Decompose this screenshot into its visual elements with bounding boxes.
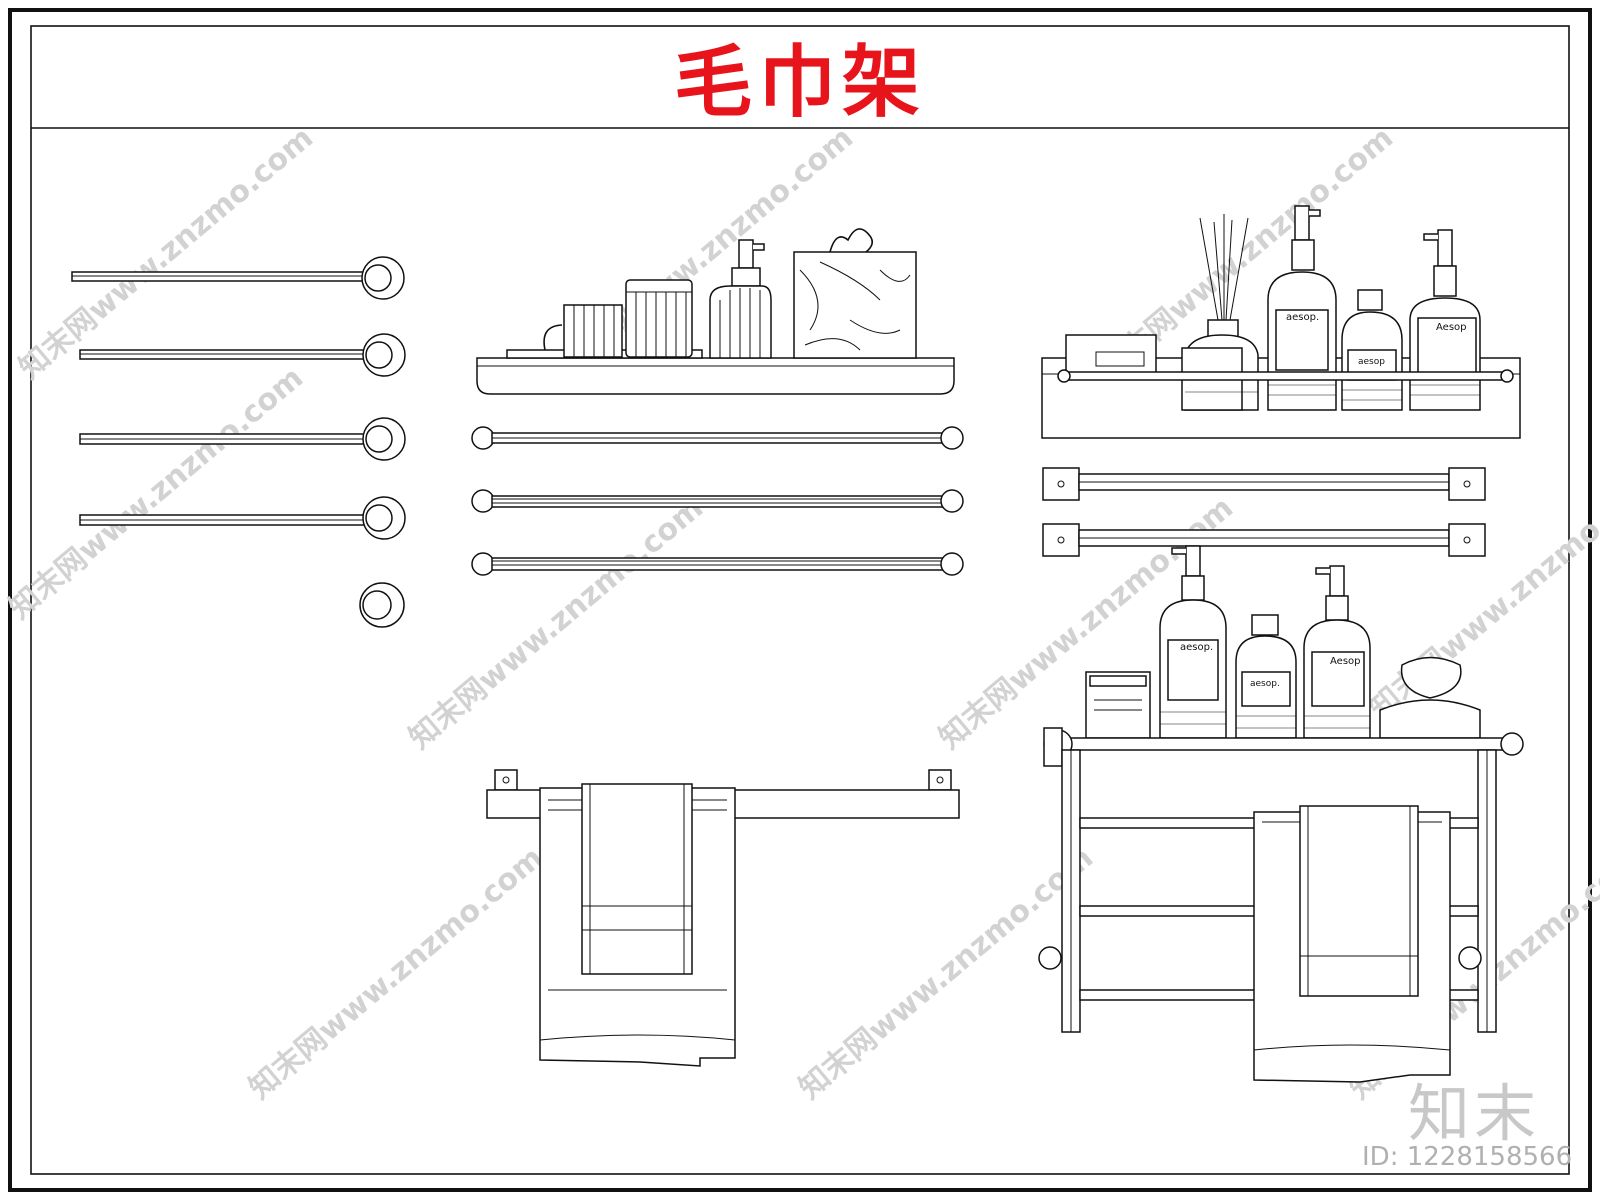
bottle-label: aesop. xyxy=(1250,679,1280,689)
rack-bottle-1: aesop. xyxy=(1159,545,1227,739)
tissue-box xyxy=(793,228,917,359)
towel-on-bar xyxy=(486,769,960,1067)
towel-rack-with-shelf: aesop. aesop. Aesop xyxy=(1038,545,1524,1083)
flat-bar-2 xyxy=(1042,523,1486,557)
side-bar-3 xyxy=(79,417,406,461)
flat-bar-1 xyxy=(1042,467,1486,501)
long-bar-2 xyxy=(471,489,964,513)
shelf-with-accessories xyxy=(476,228,955,395)
long-bar-3 xyxy=(471,552,964,576)
wall-mount-disc xyxy=(359,582,405,628)
soap-dispenser xyxy=(709,239,772,359)
watermark-text: 知末网www.znzmo.com xyxy=(13,120,320,386)
watermark-text: 知末网www.znzmo.com xyxy=(793,840,1100,1106)
side-bar-1 xyxy=(71,256,405,300)
long-bar-1 xyxy=(471,426,964,450)
outer-border xyxy=(8,8,1592,1192)
cream-jar xyxy=(1085,671,1151,739)
side-towel-bars xyxy=(71,256,406,628)
bottle-label: aesop xyxy=(1358,357,1385,367)
side-bar-2 xyxy=(79,333,406,377)
resource-id: ID: 1228158566 xyxy=(1362,1142,1573,1172)
decor-bowl xyxy=(1379,656,1481,739)
bottle-4: Aesop xyxy=(1409,229,1481,411)
rack-bottle-mesh xyxy=(1160,711,1370,729)
mug xyxy=(543,304,623,358)
watermark-text: 知末网www.znzmo.com xyxy=(243,840,550,1106)
bottle-label: aesop. xyxy=(1286,312,1319,323)
bottle-label: Aesop xyxy=(1436,322,1467,333)
bottle-3: aesop xyxy=(1341,289,1403,411)
bottle-label: Aesop xyxy=(1330,656,1361,667)
watermark-text: 知末网www.znzmo.com xyxy=(403,490,710,756)
inner-border xyxy=(30,25,1570,1175)
rack-bottle-2: aesop. xyxy=(1235,614,1297,739)
side-bar-4 xyxy=(79,496,406,540)
flat-towel-bars xyxy=(1042,467,1486,557)
bottle-label: aesop. xyxy=(1180,642,1213,653)
watermark-text: 知末网www.znzmo.com xyxy=(3,360,310,626)
shelf-with-bottles: aesop. aesop Aesop xyxy=(1041,205,1521,439)
long-towel-bars xyxy=(471,426,964,576)
rack-bottle-3: Aesop xyxy=(1303,565,1371,739)
page-title: 毛巾架 xyxy=(673,37,926,128)
ribbed-jar xyxy=(625,279,693,358)
brand-logo: 知末 xyxy=(1408,1077,1541,1150)
